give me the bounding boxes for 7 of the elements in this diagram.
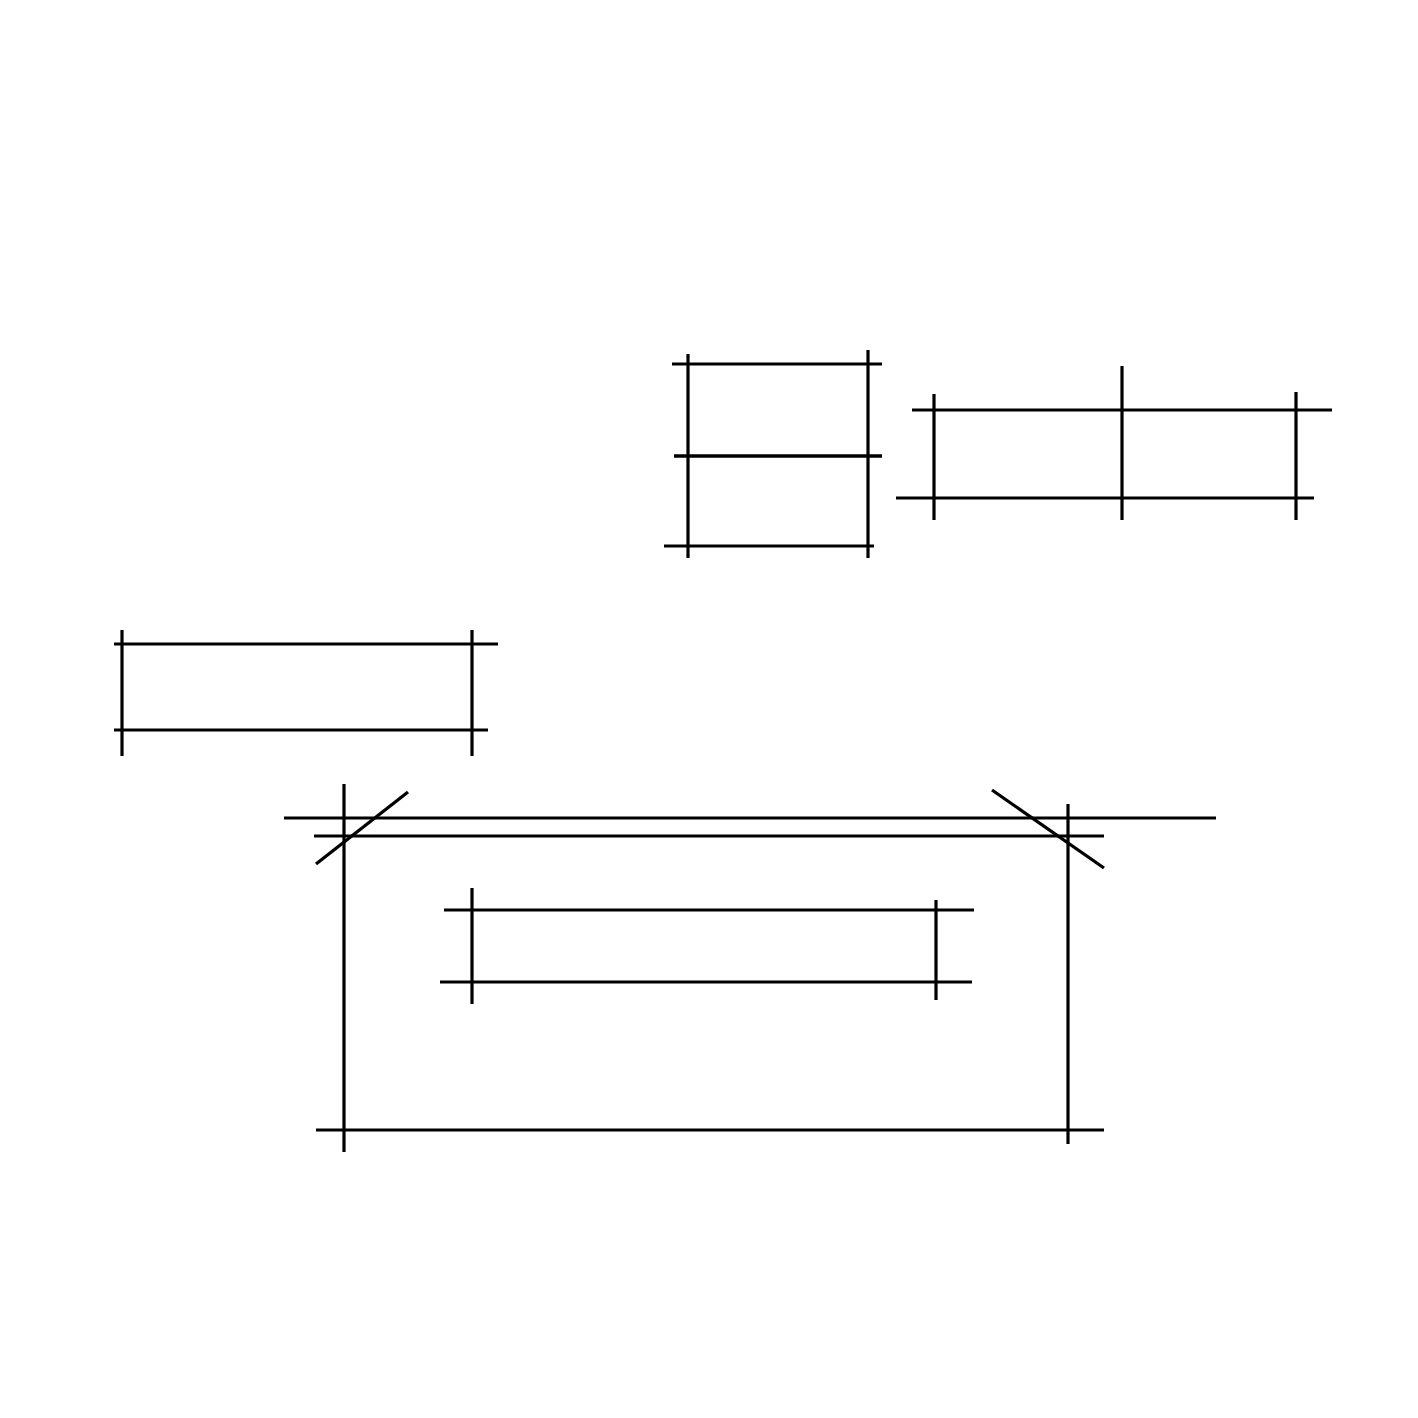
sketch-box [112,628,500,758]
sketch-box [282,782,1218,1154]
sketch-box [670,348,884,458]
sketch-box [1120,390,1334,522]
sketch-box [662,454,884,560]
sketch-box [894,364,1124,522]
sketch-box [438,886,976,1006]
